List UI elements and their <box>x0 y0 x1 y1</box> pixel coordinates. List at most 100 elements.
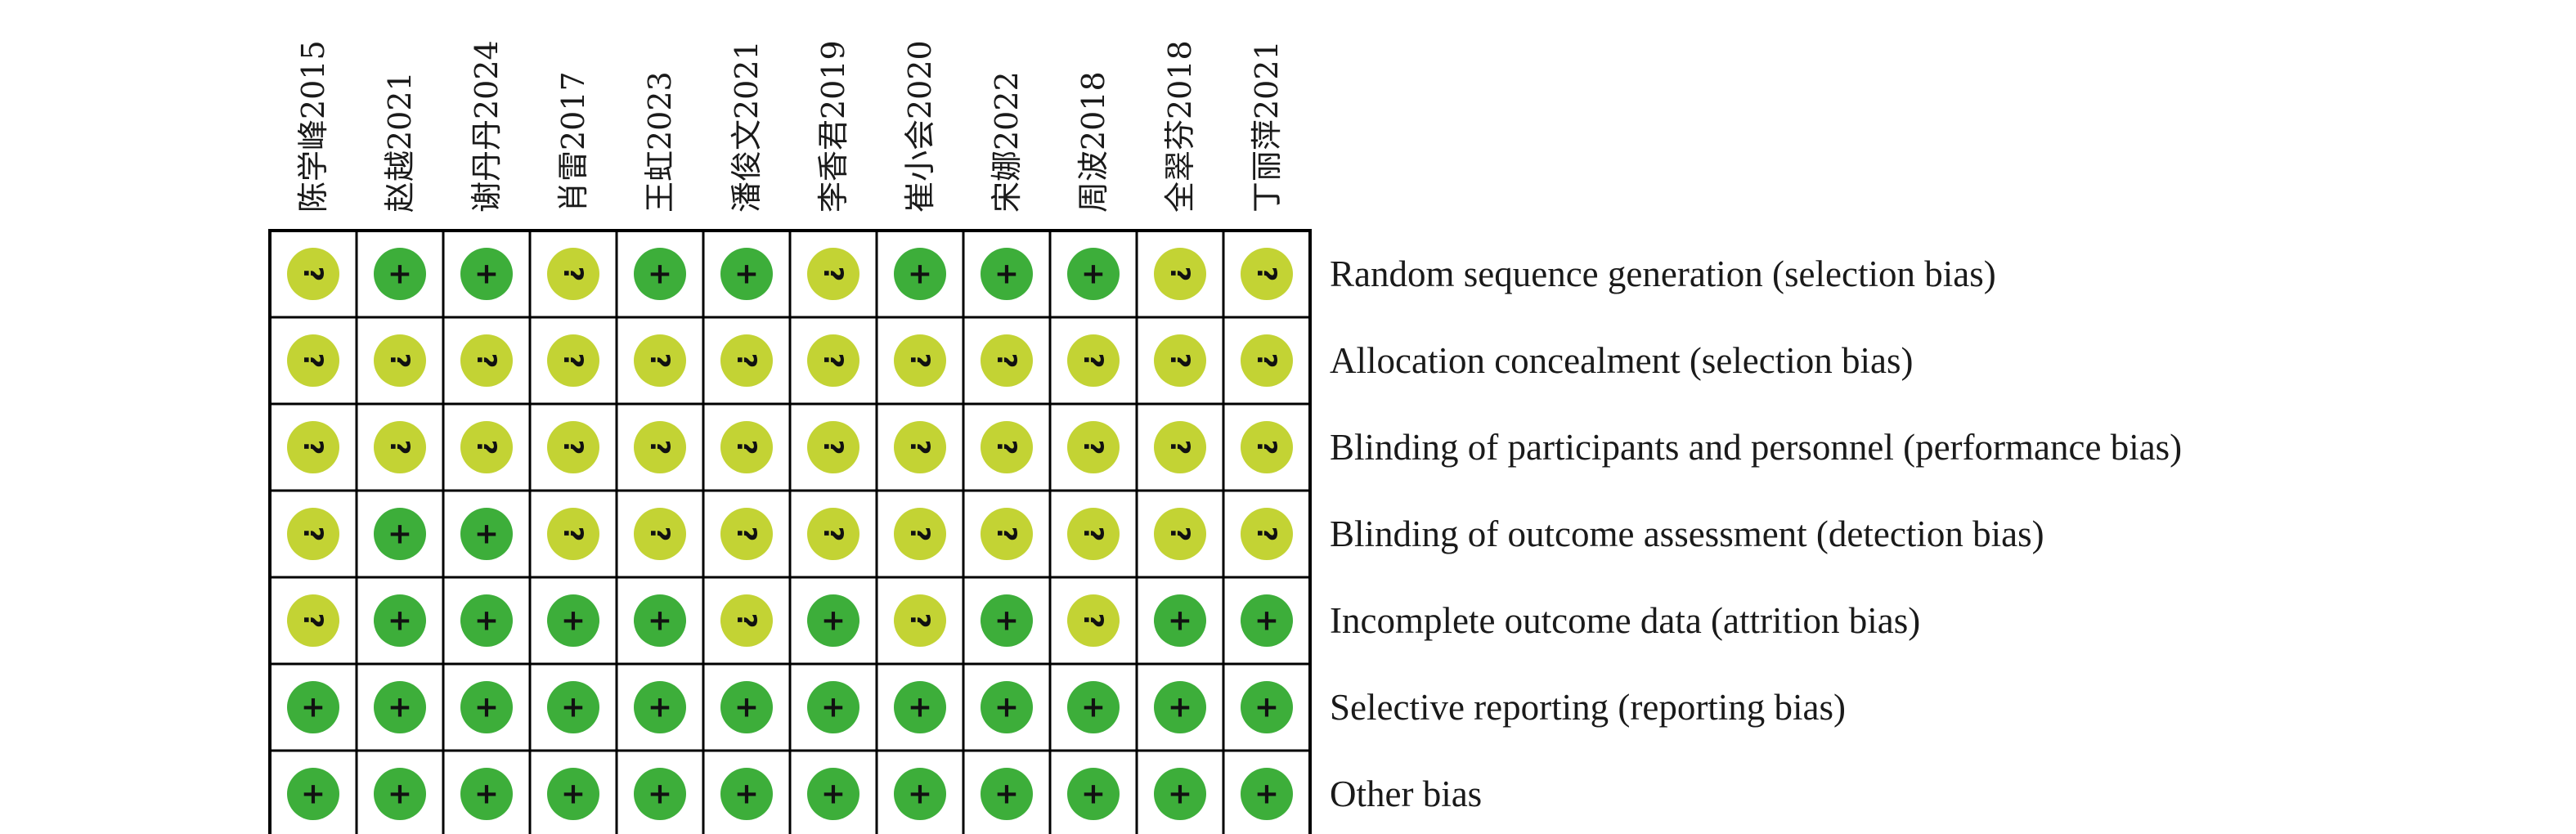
unclear-risk-circle <box>981 421 1033 473</box>
low-risk-mark: + <box>720 248 773 300</box>
plus-icon: + <box>388 778 412 811</box>
unclear-risk-circle <box>894 421 946 473</box>
study-label: 王虹2023 <box>642 71 678 213</box>
low-risk-mark: + <box>460 594 513 647</box>
low-risk-mark: + <box>981 594 1033 647</box>
question-icon: ? <box>558 527 589 542</box>
plus-icon: + <box>734 691 759 724</box>
question-icon: ? <box>644 440 675 455</box>
question-icon: ? <box>384 353 415 369</box>
low-risk-mark: + <box>374 248 426 300</box>
low-risk-mark: + <box>894 248 946 300</box>
unclear-risk-circle <box>1241 508 1293 560</box>
unclear-risk-circle <box>287 421 339 473</box>
unclear-risk-mark: ? <box>287 594 339 647</box>
low-risk-mark: + <box>1154 594 1206 647</box>
plus-icon: + <box>908 258 932 291</box>
question-icon: ? <box>558 440 589 455</box>
unclear-risk-circle <box>287 334 339 387</box>
study-label: 赵越2021 <box>382 71 418 213</box>
study-label: 全翠芬2018 <box>1162 40 1198 213</box>
unclear-risk-circle <box>1241 334 1293 387</box>
low-risk-mark: + <box>634 681 686 733</box>
plus-icon: + <box>388 258 412 291</box>
question-icon: ? <box>904 440 936 455</box>
plus-icon: + <box>648 604 672 638</box>
low-risk-circle <box>1067 681 1120 733</box>
low-risk-circle <box>287 681 339 733</box>
low-risk-mark: + <box>894 768 946 820</box>
low-risk-circle <box>287 768 339 820</box>
unclear-risk-circle <box>720 334 773 387</box>
unclear-risk-mark: ? <box>720 334 773 387</box>
plus-icon: + <box>821 691 846 724</box>
unclear-risk-mark: ? <box>1241 421 1293 473</box>
low-risk-circle <box>374 768 426 820</box>
plus-icon: + <box>994 258 1019 291</box>
low-risk-mark: + <box>547 768 599 820</box>
question-icon: ? <box>1251 527 1282 542</box>
low-risk-circle <box>460 508 513 560</box>
low-risk-circle <box>460 681 513 733</box>
low-risk-circle <box>634 594 686 647</box>
question-icon: ? <box>818 353 849 369</box>
unclear-risk-mark: ? <box>374 334 426 387</box>
unclear-risk-circle <box>634 421 686 473</box>
unclear-risk-mark: ? <box>1154 421 1206 473</box>
unclear-risk-mark: ? <box>1067 508 1120 560</box>
unclear-risk-circle <box>1067 334 1120 387</box>
question-icon: ? <box>558 267 589 282</box>
low-risk-circle <box>1067 248 1120 300</box>
unclear-risk-circle <box>1241 248 1293 300</box>
low-risk-circle <box>1241 594 1293 647</box>
plus-icon: + <box>474 778 499 811</box>
study-label: 潘俊文2021 <box>729 40 765 213</box>
question-icon: ? <box>298 440 329 455</box>
unclear-risk-mark: ? <box>807 421 859 473</box>
unclear-risk-mark: ? <box>807 248 859 300</box>
unclear-risk-mark: ? <box>807 508 859 560</box>
unclear-risk-circle <box>1154 248 1206 300</box>
plus-icon: + <box>1081 778 1106 811</box>
unclear-risk-circle <box>720 594 773 647</box>
question-icon: ? <box>1165 267 1196 282</box>
low-risk-mark: + <box>1067 768 1120 820</box>
unclear-risk-circle <box>460 421 513 473</box>
question-icon: ? <box>298 353 329 369</box>
question-icon: ? <box>1165 440 1196 455</box>
plus-icon: + <box>648 258 672 291</box>
unclear-risk-mark: ? <box>894 508 946 560</box>
unclear-risk-circle <box>807 508 859 560</box>
low-risk-mark: + <box>547 681 599 733</box>
question-icon: ? <box>991 527 1022 542</box>
plus-icon: + <box>734 778 759 811</box>
unclear-risk-circle <box>1067 594 1120 647</box>
low-risk-circle <box>460 248 513 300</box>
question-icon: ? <box>298 613 329 629</box>
unclear-risk-circle <box>374 421 426 473</box>
low-risk-mark: + <box>460 768 513 820</box>
plus-icon: + <box>388 518 412 551</box>
plus-icon: + <box>388 691 412 724</box>
plus-icon: + <box>301 691 325 724</box>
unclear-risk-circle <box>807 421 859 473</box>
unclear-risk-circle <box>1154 421 1206 473</box>
unclear-risk-mark: ? <box>547 334 599 387</box>
unclear-risk-circle <box>287 594 339 647</box>
unclear-risk-circle <box>807 248 859 300</box>
low-risk-circle <box>1241 768 1293 820</box>
domain-label: Allocation concealment (selection bias) <box>1330 340 1913 381</box>
question-icon: ? <box>298 527 329 542</box>
low-risk-circle <box>634 681 686 733</box>
plus-icon: + <box>908 778 932 811</box>
low-risk-circle <box>1154 681 1206 733</box>
plus-icon: + <box>474 518 499 551</box>
question-icon: ? <box>818 267 849 282</box>
unclear-risk-mark: ? <box>287 334 339 387</box>
plus-icon: + <box>1081 691 1106 724</box>
unclear-risk-mark: ? <box>894 421 946 473</box>
low-risk-circle <box>547 594 599 647</box>
plus-icon: + <box>734 258 759 291</box>
low-risk-circle <box>374 508 426 560</box>
plus-icon: + <box>994 691 1019 724</box>
